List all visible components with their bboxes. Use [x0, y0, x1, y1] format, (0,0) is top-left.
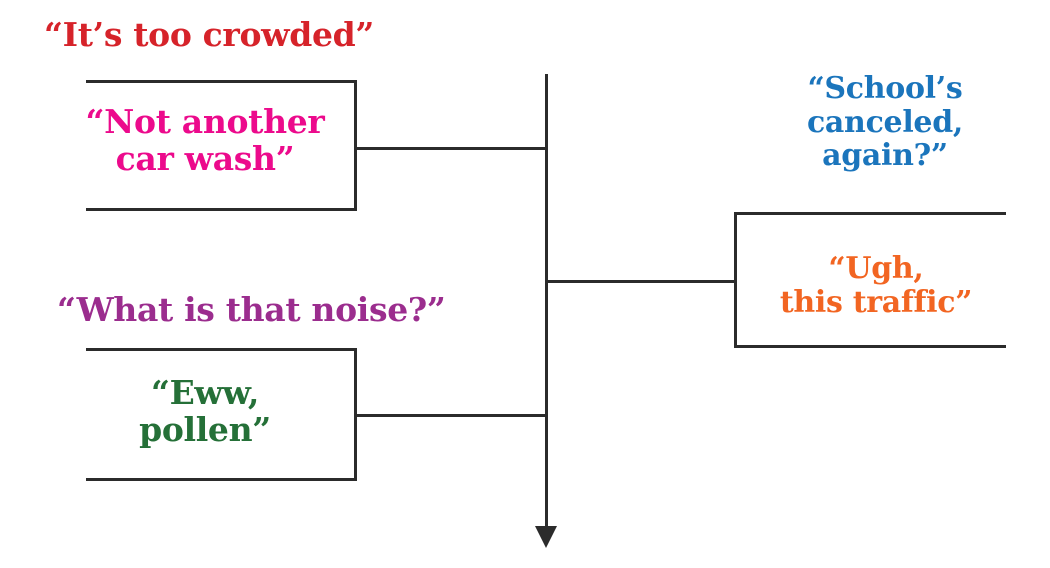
- spine-vertical-line: [545, 74, 548, 529]
- top-left-box-right-edge: [354, 80, 357, 211]
- quote-schools-canceled-again: “School’s canceled, again?”: [806, 71, 964, 174]
- quote-not-another-car-wash: “Not another car wash”: [85, 102, 325, 178]
- spine-arrowhead-icon: [535, 526, 557, 548]
- bottom-left-box-bottom-edge: [86, 478, 357, 481]
- connector-bottom-left-to-spine: [354, 414, 546, 417]
- top-left-box-top-edge: [86, 80, 357, 83]
- right-box-top-edge: [734, 212, 1006, 215]
- top-left-box-bottom-edge: [86, 208, 357, 211]
- connector-top-left-to-spine: [354, 147, 546, 150]
- quote-eww-pollen: “Eww, pollen”: [139, 373, 271, 449]
- quote-its-too-crowded: “It’s too crowded”: [44, 15, 375, 54]
- quote-what-is-that-noise: “What is that noise?”: [57, 290, 446, 329]
- connector-spine-to-right: [545, 280, 737, 283]
- bottom-left-box-top-edge: [86, 348, 357, 351]
- quote-ugh-this-traffic: “Ugh, this traffic”: [779, 251, 973, 320]
- right-box-bottom-edge: [734, 345, 1006, 348]
